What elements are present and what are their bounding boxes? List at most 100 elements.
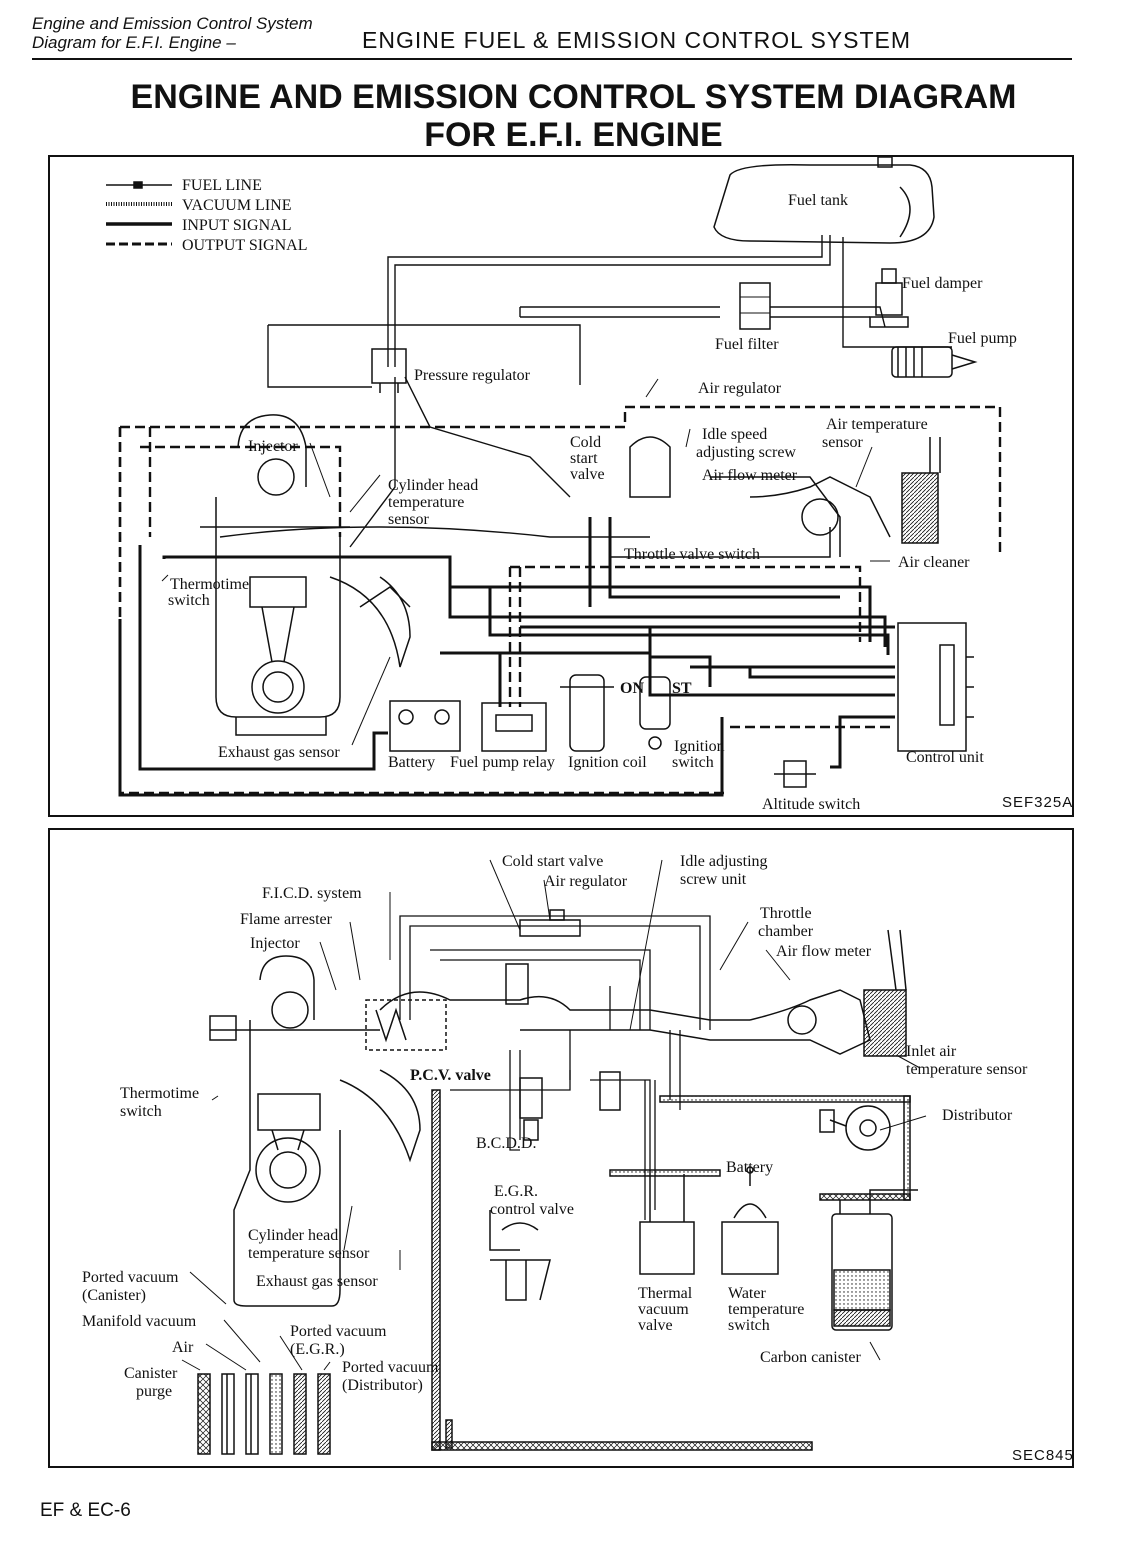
title-line2: FOR E.F.I. ENGINE <box>424 116 723 154</box>
label-ported-vacuum-egr: Ported vacuum <box>290 1323 387 1340</box>
label-fuel-tank: Fuel tank <box>788 192 848 209</box>
diagram2-code: SEC845 <box>1012 1447 1072 1464</box>
label-chamber: chamber <box>758 923 814 940</box>
label-idle-adjusting: Idle adjusting <box>680 853 768 870</box>
label-inlet-temp-sensor: temperature sensor <box>906 1061 1028 1078</box>
label-cylinder-head: Cylinder head <box>388 477 478 494</box>
label-fuel-filter: Fuel filter <box>715 336 779 353</box>
emission-control-diagram: Cold start valve Air regulator Idle adju… <box>82 853 1072 1464</box>
output-signal-wires <box>118 405 1002 795</box>
diagram1-code: SEF325A <box>1002 794 1072 811</box>
carbon-canister-shape <box>831 1189 918 1331</box>
canister-hose-bottom <box>431 1441 813 1451</box>
label-battery: Battery <box>726 1159 773 1176</box>
efi-system-diagram-panel: FUEL LINE VACUUM LINE INPUT SIGNAL OUTPU… <box>48 155 1074 817</box>
label-valve: valve <box>570 466 605 483</box>
chapter-title: ENGINE FUEL & EMISSION CONTROL SYSTEM <box>362 27 912 53</box>
label-ported-vacuum-canister: Ported vacuum <box>82 1269 179 1286</box>
label-thermotime: Thermotime <box>170 576 249 593</box>
label-air-regulator: Air regulator <box>698 380 782 397</box>
label-inlet-air: Inlet air <box>906 1043 957 1060</box>
label-screw-unit: screw unit <box>680 871 747 888</box>
distributor-vacuum-hose <box>659 1095 911 1103</box>
section-header: Engine and Emission Control System Diagr… <box>32 14 313 52</box>
intake-system <box>365 909 907 1111</box>
vacuum-line-swatches <box>197 1373 331 1455</box>
label-battery: Battery <box>388 754 435 771</box>
egr-hose <box>445 1419 453 1449</box>
label-distributor-paren: (Distributor) <box>342 1377 423 1394</box>
label-thermotime-switch: switch <box>120 1103 162 1120</box>
label-throttle: Throttle <box>760 905 812 922</box>
fuel-pump-relay-shape <box>481 702 547 752</box>
thermal-valve-hose <box>609 1169 721 1177</box>
altitude-switch-shape <box>774 760 816 788</box>
legend-input-signal: INPUT SIGNAL <box>182 217 291 234</box>
pressure-regulator-shape <box>371 348 407 393</box>
label-canister-paren: (Canister) <box>82 1287 146 1304</box>
label-cold: Cold <box>570 434 601 451</box>
ignition-switch-shape <box>639 676 671 750</box>
battery-shape <box>389 700 461 752</box>
label-ficd-system: F.I.C.D. system <box>262 885 362 902</box>
label-exhaust-gas-sensor: Exhaust gas sensor <box>256 1273 378 1290</box>
label-egr: E.G.R. <box>494 1183 538 1200</box>
label-ported-vacuum-dist: Ported vacuum <box>342 1359 439 1376</box>
canister-hose <box>431 1089 441 1451</box>
label-carbon-canister: Carbon canister <box>760 1349 862 1366</box>
label-air-flow-meter: Air flow meter <box>702 467 798 484</box>
label-canister: Canister <box>124 1365 178 1382</box>
fuel-filter-shape <box>739 282 771 330</box>
label-st: ST <box>672 680 692 697</box>
label-air-regulator: Air regulator <box>544 873 628 890</box>
label-adjusting-screw: adjusting screw <box>696 444 796 461</box>
label-cyl-sensor: sensor <box>388 511 430 528</box>
label-water: Water <box>728 1285 766 1302</box>
label-distributor: Distributor <box>942 1107 1013 1124</box>
section-line1: Engine and Emission Control System <box>32 14 313 33</box>
legend-vacuum-line: VACUUM LINE <box>182 197 291 214</box>
label-control-unit: Control unit <box>906 749 984 766</box>
label-water-switch: switch <box>728 1317 770 1334</box>
control-unit-shape <box>897 622 974 752</box>
fuel-pump-shape <box>891 346 978 378</box>
label-air-temperature: Air temperature <box>826 416 928 433</box>
label-thermotime: Thermotime <box>120 1085 199 1102</box>
label-cold-start-valve: Cold start valve <box>502 853 603 870</box>
engine-cutaway <box>209 955 421 1307</box>
throttle-and-air-flow-meter <box>609 436 941 558</box>
label-fuel-pump: Fuel pump <box>948 330 1017 347</box>
label-manifold-vacuum: Manifold vacuum <box>82 1313 197 1330</box>
canister-purge-hose <box>819 1193 911 1201</box>
label-idle-speed: Idle speed <box>702 426 767 443</box>
label-egr-paren: (E.G.R.) <box>290 1341 345 1358</box>
section-line2: Diagram for E.F.I. Engine – <box>32 33 236 52</box>
leader-lines <box>181 859 927 1371</box>
label-bcdd: B.C.D.D. <box>476 1135 536 1152</box>
fuel-tank-shape <box>713 157 935 244</box>
egr-control-valve-shape <box>489 1210 551 1301</box>
label-flame-arrester: Flame arrester <box>240 911 333 928</box>
page-title: ENGINE AND EMISSION CONTROL SYSTEM DIAGR… <box>0 78 1147 154</box>
label-start: start <box>570 450 598 467</box>
legend-fuel-line: FUEL LINE <box>182 177 262 194</box>
distributor-hose-vertical <box>903 1095 911 1201</box>
input-signal-wires <box>118 517 895 797</box>
label-air-temp-sensor: sensor <box>822 434 864 451</box>
label-fuel-damper: Fuel damper <box>902 275 983 292</box>
efi-system-diagram: FUEL LINE VACUUM LINE INPUT SIGNAL OUTPU… <box>106 157 1072 813</box>
distributor-shape <box>819 1105 891 1151</box>
fuel-damper-shape <box>869 268 909 328</box>
bcdd-shape <box>519 1077 543 1141</box>
label-water-temperature: temperature <box>728 1301 804 1318</box>
label-air-cleaner: Air cleaner <box>898 554 970 571</box>
page-number: EF & EC-6 <box>40 1500 131 1521</box>
fuel-lines <box>219 235 952 548</box>
label-ignition: Ignition <box>674 738 725 755</box>
label-pcv-valve: P.C.V. valve <box>410 1067 491 1084</box>
legend-line-samples <box>106 181 172 246</box>
label-exhaust-gas-sensor: Exhaust gas sensor <box>218 744 340 761</box>
legend-output-signal: OUTPUT SIGNAL <box>182 237 307 254</box>
title-line1: ENGINE AND EMISSION CONTROL SYSTEM DIAGR… <box>130 78 1017 116</box>
label-cyl-temp-sensor: temperature sensor <box>248 1245 370 1262</box>
